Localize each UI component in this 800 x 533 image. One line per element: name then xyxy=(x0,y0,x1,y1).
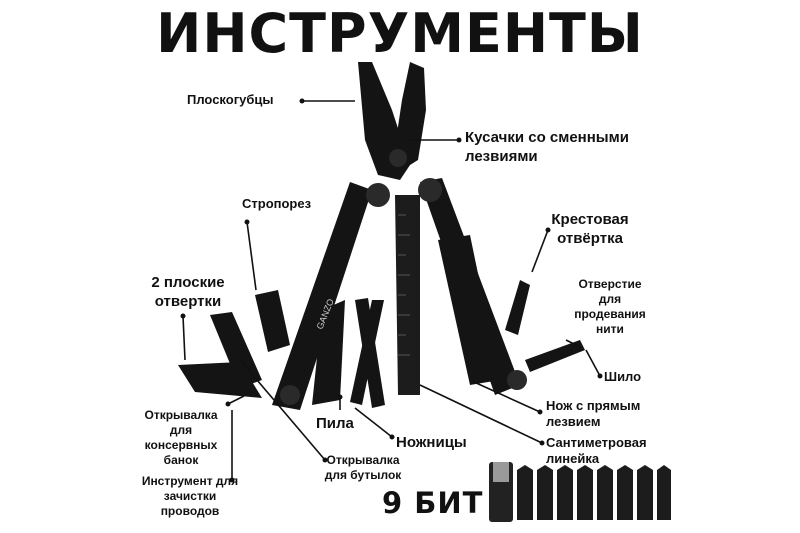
left-handle xyxy=(272,182,372,410)
label-flat-screwdrivers: 2 плоские отвертки xyxy=(151,274,225,310)
knife-blade xyxy=(438,235,500,385)
bit-set xyxy=(489,462,671,522)
label-wire-stripper: Инструмент для зачистки проводов xyxy=(141,474,239,518)
label-can-opener: Открывалка для консервных банок xyxy=(144,408,218,467)
flat-screwdriver xyxy=(210,312,262,388)
label-awl: Шило xyxy=(604,369,642,384)
label-strap-cutter: Стропорез xyxy=(242,196,312,211)
label-threading-hole: Отверстие для продевания нити xyxy=(574,277,646,336)
label-cross-screwdriver: Крестовая отвёртка xyxy=(551,211,629,247)
label-pliers: Плоскогубцы xyxy=(187,92,274,107)
awl xyxy=(525,340,585,372)
ruler-blade xyxy=(395,195,420,395)
label-saw: Пила xyxy=(316,415,354,432)
can-opener xyxy=(178,362,262,398)
callout-lines xyxy=(182,100,601,480)
cross-screwdriver xyxy=(505,280,530,335)
label-scissors: Ножницы xyxy=(396,434,467,451)
label-cutters: Кусачки со сменными лезвиями xyxy=(465,129,629,165)
label-bottle-opener: Открывалка для бутылок xyxy=(324,453,402,482)
bits-label: 9 БИТ xyxy=(382,486,484,520)
strap-cutter xyxy=(255,290,290,352)
page-title: ИНСТРУМЕНТЫ xyxy=(156,2,644,65)
saw-blade xyxy=(312,300,345,405)
label-ruler: Сантиметровая линейка xyxy=(546,435,647,466)
label-straight-knife: Нож с прямым лезвием xyxy=(546,398,641,429)
